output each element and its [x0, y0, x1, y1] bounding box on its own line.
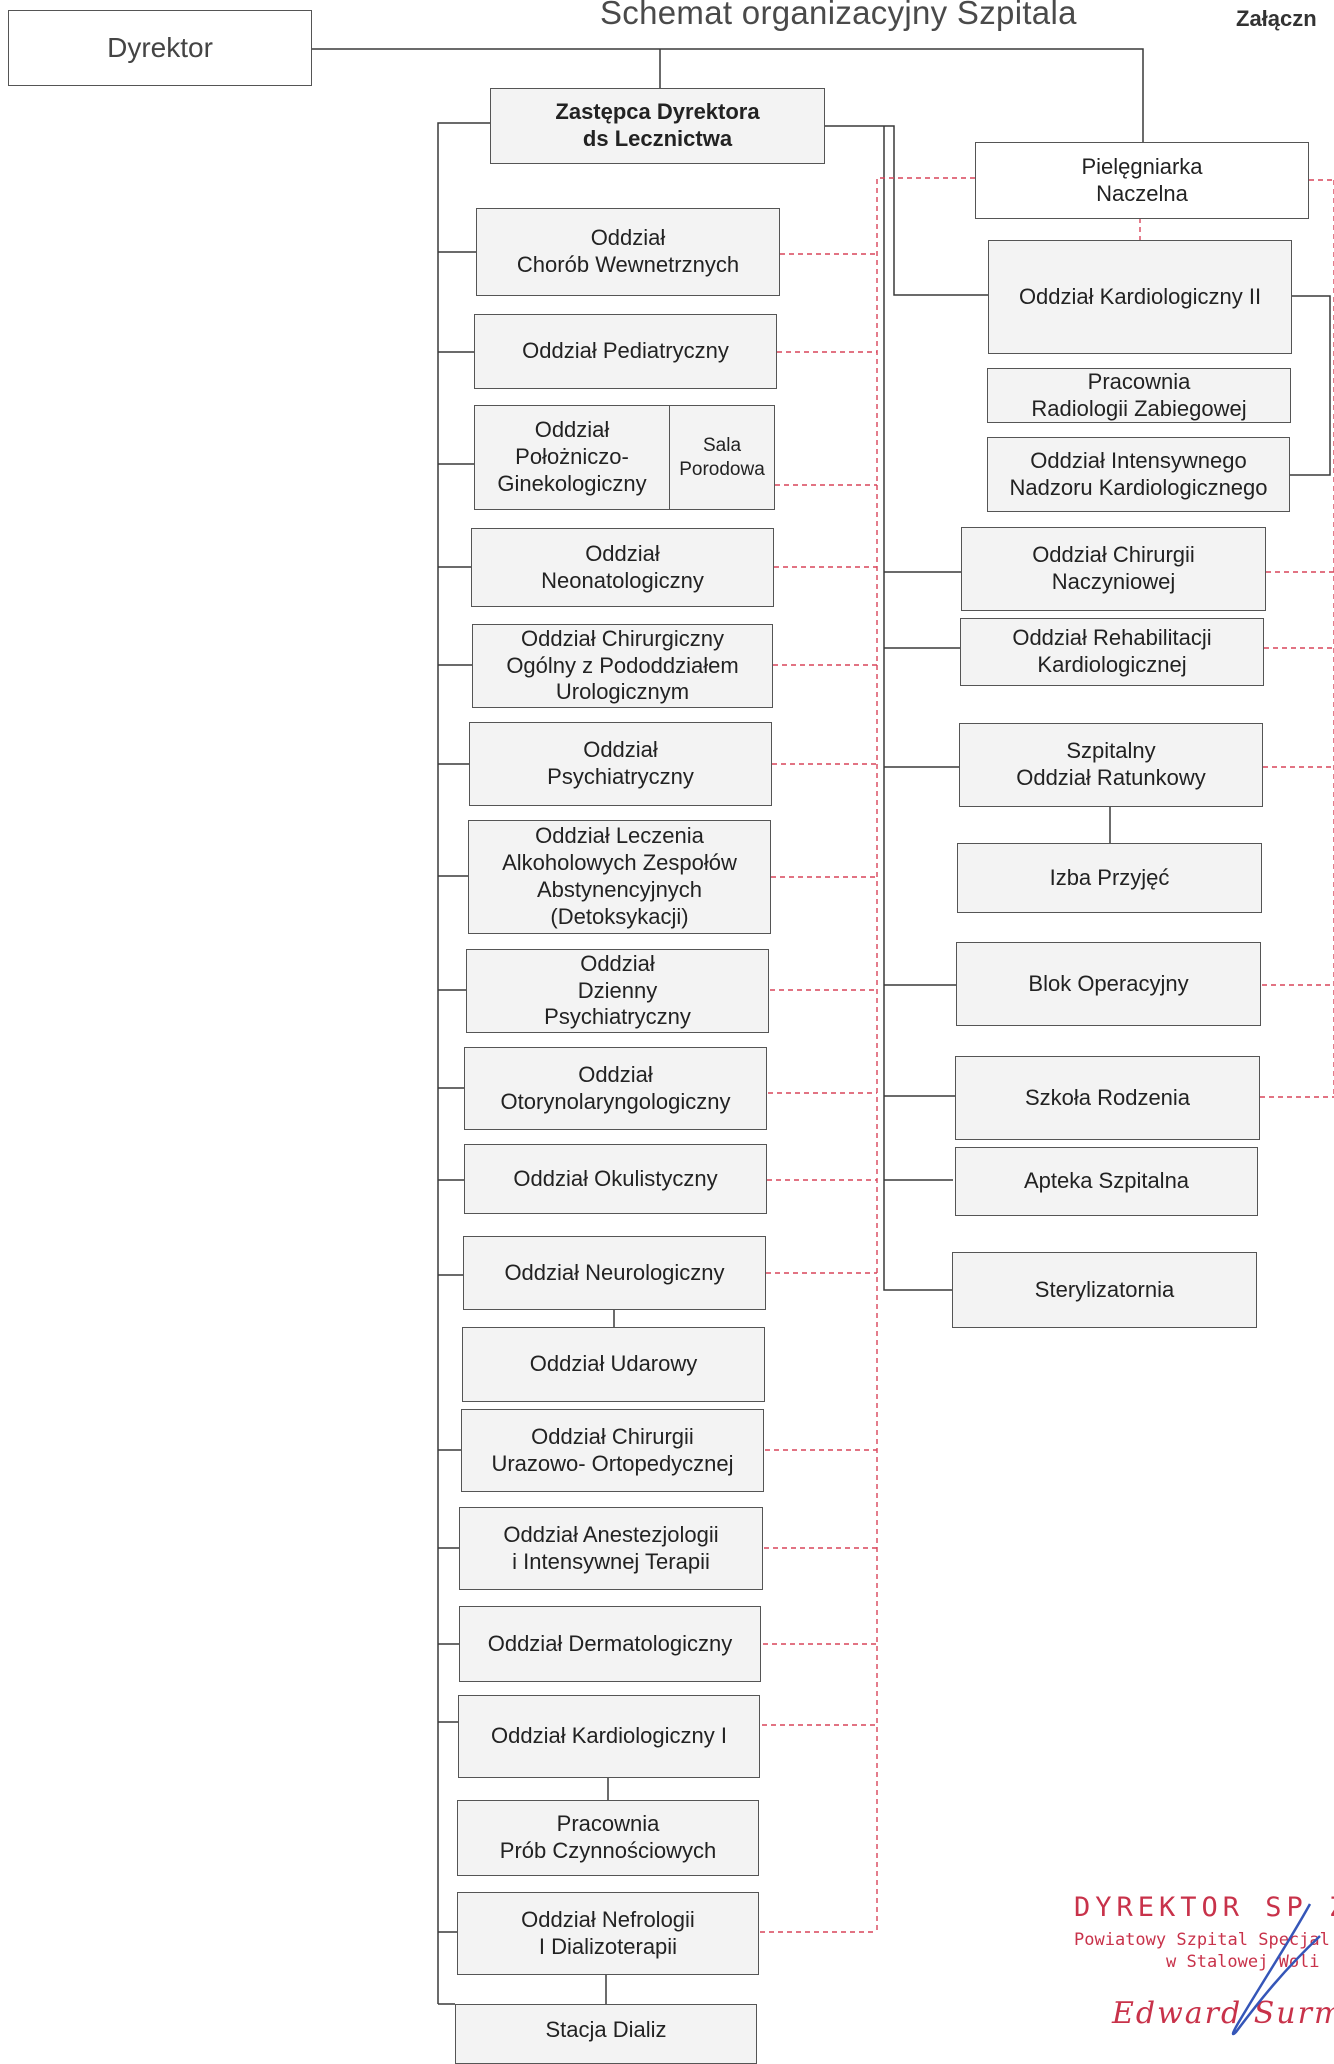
box-operating-block: Blok Operacyjny: [956, 942, 1261, 1026]
box-psychiatry: Oddział Psychiatryczny: [469, 722, 772, 806]
box-director: Dyrektor: [8, 10, 312, 86]
box-pediatrics: Oddział Pediatryczny: [474, 314, 777, 389]
stamp-location: w Stalowej Woli: [1166, 1952, 1320, 1972]
box-general-surgery: Oddział Chirurgiczny Ogólny z Pododdział…: [472, 624, 773, 708]
box-sterilization: Sterylizatornia: [952, 1252, 1257, 1328]
box-neurology: Oddział Neurologiczny: [463, 1236, 766, 1310]
director-stamp: DYREKTOR SP Z Powiatowy Szpital Specjal …: [1072, 1892, 1334, 2044]
attachment-label: Załączn: [1236, 6, 1317, 31]
dashed-branches-left: [760, 253, 877, 1933]
handwritten-signature: [1231, 1903, 1321, 2036]
box-cardiac-icu: Oddział Intensywnego Nadzoru Kardiologic…: [987, 437, 1290, 512]
box-anesthesiology: Oddział Anestezjologii i Intensywnej Ter…: [459, 1507, 763, 1590]
box-admissions: Izba Przyjęć: [957, 843, 1262, 913]
branches-left: [438, 251, 476, 2005]
box-nephrology: Oddział Nefrologii I Dializoterapii: [457, 1892, 759, 1975]
box-interventional-radiology: Pracownia Radiologii Zabiegowej: [987, 368, 1291, 423]
box-dermatology: Oddział Dermatologiczny: [459, 1606, 761, 1682]
box-birth-school: Szkoła Rodzenia: [955, 1056, 1260, 1140]
box-dialysis-station: Stacja Dializ: [455, 2004, 757, 2064]
box-vascular-surgery: Oddział Chirurgii Naczyniowej: [961, 527, 1266, 611]
box-stroke-unit: Oddział Udarowy: [462, 1327, 765, 1402]
box-trauma-orthopedic: Oddział Chirurgii Urazowo- Ortopedycznej: [461, 1409, 764, 1492]
box-internal-medicine: Oddział Chorób Wewnetrznych: [476, 208, 780, 296]
box-cardiology-2: Oddział Kardiologiczny II: [988, 240, 1292, 354]
box-deputy-director: Zastępca Dyrektora ds Lecznictwa: [490, 88, 825, 164]
box-neonatology: Oddział Neonatologiczny: [471, 528, 774, 607]
box-day-psychiatry: Oddział Dzienny Psychiatryczny: [466, 949, 769, 1033]
box-function-tests-lab: Pracownia Prób Czynnościowych: [457, 1800, 759, 1876]
connector-director: [311, 48, 1144, 145]
branches-right: [884, 571, 961, 1181]
dashed-trunk-left: [876, 177, 975, 1932]
stamp-signature-name: Edward Surma: [1112, 1996, 1334, 2031]
box-head-nurse: Pielęgniarka Naczelna: [975, 142, 1309, 219]
dashed-branches-right: [1260, 571, 1334, 1098]
box-emergency-department: Szpitalny Oddział Ratunkowy: [959, 723, 1263, 807]
bracket-cardiology-2: [1290, 295, 1331, 476]
box-hospital-pharmacy: Apteka Szpitalna: [955, 1147, 1258, 1216]
stamp-institution: Powiatowy Szpital Specjal: [1074, 1930, 1330, 1950]
chart-title: Schemat organizacyjny Szpitala: [600, 0, 1077, 31]
trunk-left: [437, 122, 490, 2004]
trunk-right: [825, 125, 988, 1291]
dashed-trunk-right: [1309, 179, 1334, 1097]
box-ent: Oddział Otorynolaryngologiczny: [464, 1047, 767, 1130]
box-ophthalmology: Oddział Okulistyczny: [464, 1144, 767, 1214]
box-delivery-room: Sala Porodowa: [669, 405, 775, 510]
box-obstetrics-gynecology: Oddział Położniczo- Ginekologiczny: [474, 405, 670, 510]
box-cardiac-rehabilitation: Oddział Rehabilitacji Kardiologicznej: [960, 618, 1264, 686]
box-cardiology-1: Oddział Kardiologiczny I: [458, 1695, 760, 1778]
stamp-title: DYREKTOR SP Z: [1074, 1892, 1334, 1923]
box-alcohol-detox: Oddział Leczenia Alkoholowych Zespołów A…: [468, 820, 771, 934]
